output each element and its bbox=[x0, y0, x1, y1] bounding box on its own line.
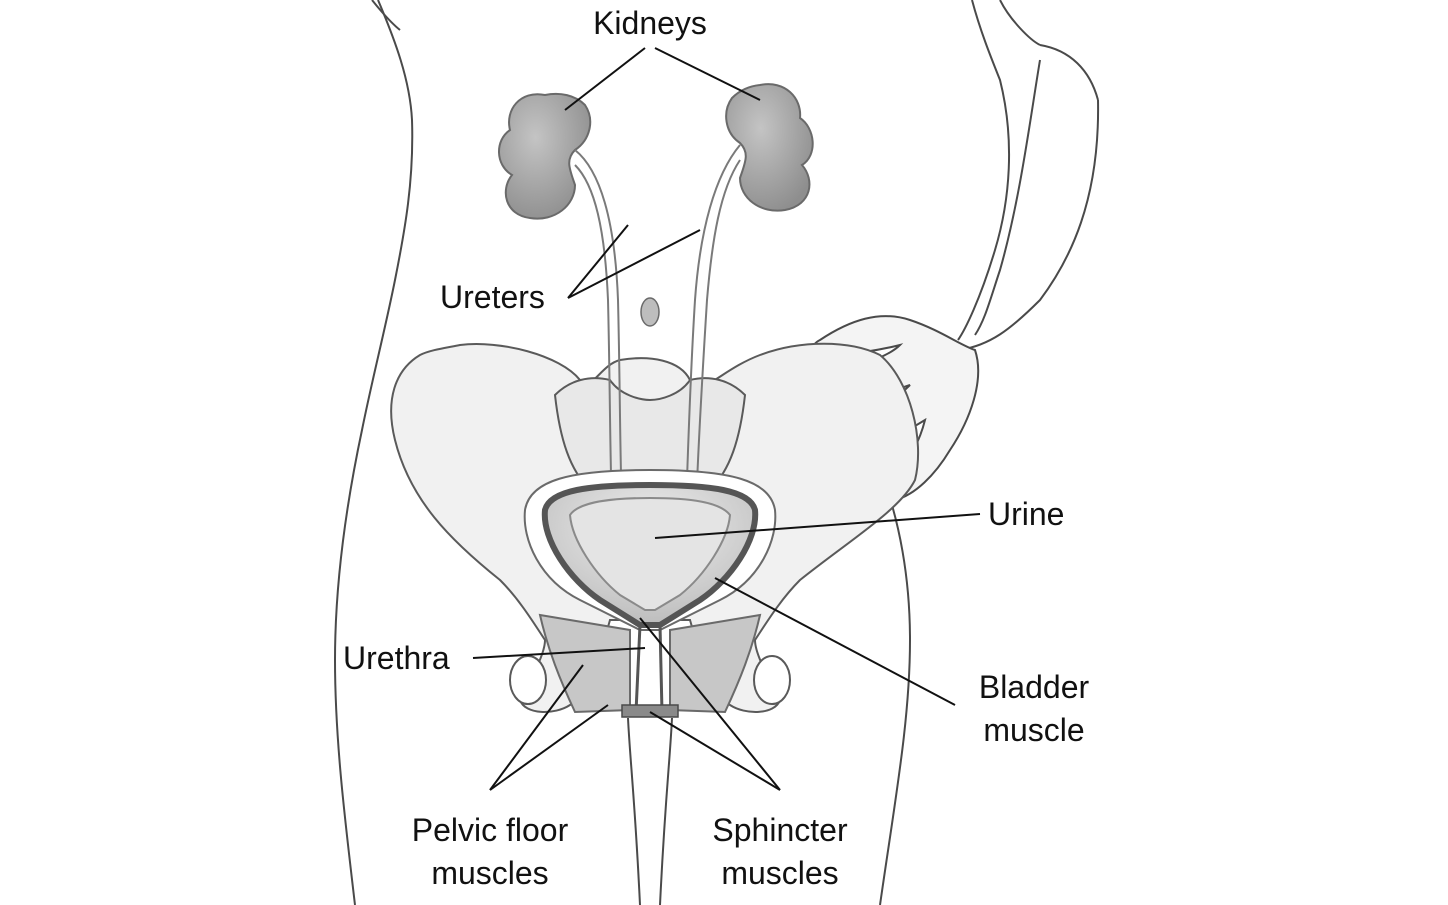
label-kidneys: Kidneys bbox=[593, 5, 707, 41]
kidney-right bbox=[725, 83, 814, 212]
label-sphincter-muscles: Sphincter muscles bbox=[712, 812, 848, 891]
sphincter-band bbox=[621, 704, 679, 718]
label-bladder-muscle: Bladder muscle bbox=[978, 669, 1090, 748]
arm-outline bbox=[959, 44, 1100, 351]
label-ureters: Ureters bbox=[440, 279, 545, 315]
ureters bbox=[574, 144, 741, 511]
label-urethra: Urethra bbox=[343, 640, 450, 676]
label-pelvic-floor-muscles: Pelvic floor muscles bbox=[411, 812, 569, 891]
pelvic-floor-muscles bbox=[538, 613, 762, 714]
kidney-left bbox=[498, 92, 592, 220]
torso-outline bbox=[333, 0, 1041, 905]
label-urine: Urine bbox=[988, 496, 1065, 532]
urethra bbox=[634, 624, 664, 713]
navel bbox=[640, 297, 660, 327]
leader-lines bbox=[472, 47, 981, 791]
bladder bbox=[523, 468, 777, 631]
legs-outline bbox=[627, 717, 673, 905]
